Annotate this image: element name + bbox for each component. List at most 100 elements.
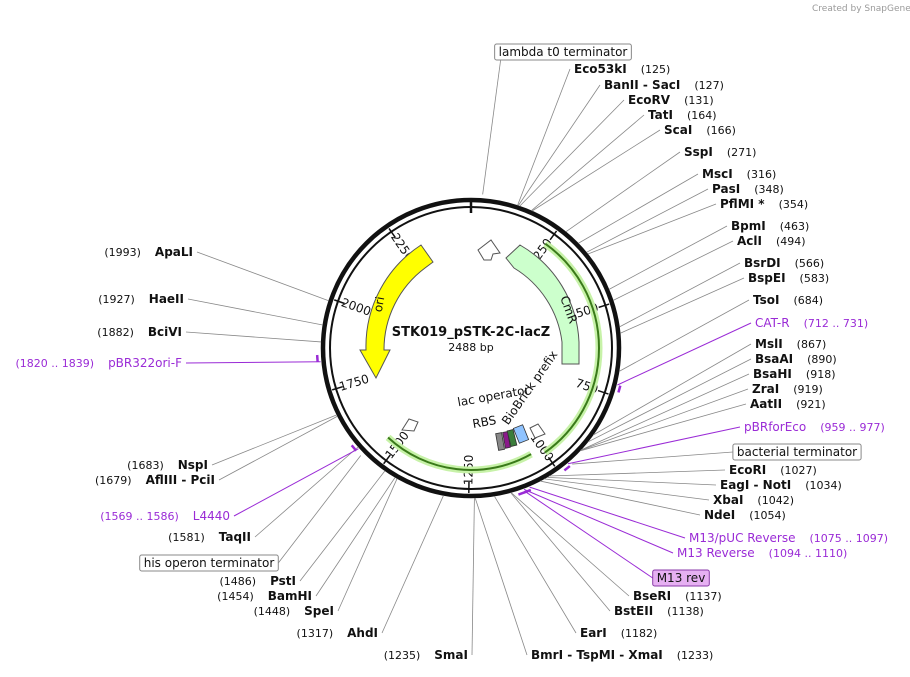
site-pos-taqii: (1581) (168, 531, 205, 544)
site-pos-ecorv: (131) (684, 94, 714, 107)
site-pflmi: PflMI * (720, 197, 765, 211)
primer-leader-l4440 (233, 448, 359, 517)
plasmid-size: 2488 bp (448, 341, 493, 354)
leader-spei (337, 478, 398, 612)
site-smai: SmaI (434, 648, 468, 662)
feature-box-lambda-t0-terminator (494, 43, 632, 61)
primer-leader-pbrforeco (567, 426, 741, 465)
site-pos-smai: (1235) (384, 649, 421, 662)
site-bmri-tspmi-xmai: BmrI - TspMI - XmaI (531, 648, 663, 662)
leader-bspei (620, 277, 745, 334)
leader-apali (196, 251, 329, 302)
leader-ecori (549, 469, 726, 477)
leader-lines (185, 59, 752, 656)
tick-mark-1000 (547, 456, 556, 467)
site-bsahi: BsaHI (753, 367, 792, 381)
primer-leader-pbr322ori-f (185, 361, 321, 364)
leader-msci (578, 173, 699, 244)
site-pasi: PasI (712, 182, 740, 196)
site-pos-bsahi: (918) (806, 368, 836, 381)
tick-mark-750 (597, 389, 609, 395)
site-msci: MscI (702, 167, 733, 181)
primer-range-pbr322ori-f: (1820 .. 1839) (16, 357, 95, 370)
site-pos-bsrdi: (566) (795, 257, 825, 270)
site-pos-afliii-pcii: (1679) (95, 474, 132, 487)
site-acli: AclI (737, 234, 762, 248)
site-eco53ki: Eco53kI (574, 62, 627, 76)
tick-label-2000: 2000 (339, 295, 372, 318)
primer-pbr322ori-f: pBR322ori-F (108, 356, 182, 370)
site-pos-eagi-noti: (1034) (805, 479, 842, 492)
feature-box-leader-bacterial-terminator (572, 451, 733, 465)
tick-mark-500 (598, 303, 610, 309)
leader-bsrdi (619, 262, 741, 328)
tick-mark-250 (549, 230, 558, 241)
leader-xbai (544, 478, 710, 501)
leader-eco53ki (517, 68, 571, 206)
feature-box-leader-his-operon-terminator (277, 455, 362, 564)
site-pos-pflmi: (354) (779, 198, 809, 211)
feature-arc-1 (387, 436, 532, 471)
leader-bsahi (580, 373, 750, 451)
primer-mark-m13-reverse (518, 491, 526, 496)
site-zrai: ZraI (752, 382, 779, 396)
leader-taqii (254, 446, 359, 538)
site-bcivi: BciVI (148, 325, 182, 339)
site-bseri: BseRI (633, 589, 671, 603)
primer-range-m13-reverse: (1094 .. 1110) (769, 547, 848, 560)
site-pos-bmri-tspmi-xmai: (1233) (677, 649, 714, 662)
primer-l4440: L4440 (193, 509, 230, 523)
leader-pflmi (587, 203, 717, 255)
site-pos-xbai: (1042) (757, 494, 794, 507)
snapgene-credit: Created by SnapGene (812, 4, 910, 14)
leader-acli (613, 240, 734, 301)
site-msli: MslI (755, 337, 783, 351)
site-ecori: EcoRI (729, 463, 766, 477)
lac-operator-green-block (506, 429, 518, 447)
feature-box-label-his-operon-terminator: his operon terminator (144, 556, 275, 570)
leader-eari (494, 495, 577, 634)
tick-mark-1500 (383, 454, 391, 465)
site-scai: ScaI (664, 123, 692, 137)
site-pos-msci: (316) (747, 168, 777, 181)
site-pos-bsteii: (1138) (667, 605, 704, 618)
primer-range-pbrforeco: (959 .. 977) (820, 421, 885, 434)
leader-bseri (510, 492, 630, 597)
site-pos-eco53ki: (125) (641, 63, 671, 76)
terminator-arrow-top (477, 239, 501, 261)
leader-smai (471, 497, 475, 656)
site-pos-bpmi: (463) (780, 220, 810, 233)
site-pos-pasi: (348) (754, 183, 784, 196)
leader-nspi (211, 414, 337, 466)
leader-bsteii (510, 492, 611, 612)
site-pos-haeii: (1927) (98, 293, 135, 306)
leader-tati (531, 114, 645, 211)
site-taqii: TaqII (219, 530, 251, 544)
site-pos-sspi: (271) (727, 146, 757, 159)
site-pos-apali: (1993) (104, 246, 141, 259)
site-pos-nspi: (1683) (127, 459, 164, 472)
site-pos-eari: (1182) (621, 627, 658, 640)
site-psti: PstI (270, 574, 296, 588)
tick-mark-1750 (331, 385, 343, 391)
biobrick-prefix-block (512, 424, 530, 444)
site-pos-banii-saci: (127) (694, 79, 724, 92)
primer-range-cat-r: (712 .. 731) (804, 317, 869, 330)
site-pos-ahdi: (1317) (297, 627, 334, 640)
terminator-arrow-bottom (401, 418, 419, 432)
site-pos-bamhi: (1454) (217, 590, 254, 603)
site-pos-tsoi: (684) (793, 294, 823, 307)
site-bsteii: BstEII (614, 604, 653, 618)
primer-mark-pbrforeco (563, 465, 571, 472)
lac-promoter-arrow (529, 423, 546, 439)
rbs-label: RBS (471, 413, 497, 431)
primer-mark-cat-r (617, 385, 622, 393)
leader-afliii-pcii (218, 415, 338, 481)
leader-sspi (565, 151, 681, 233)
leader-zrai (580, 388, 749, 451)
primer-range-m13-puc-reverse: (1075 .. 1097) (810, 532, 889, 545)
feature-box-bacterial-terminator (732, 443, 862, 461)
site-pos-msli: (867) (797, 338, 827, 351)
plasmid-name: STK019_pSTK-2C-lacZ (392, 325, 550, 340)
